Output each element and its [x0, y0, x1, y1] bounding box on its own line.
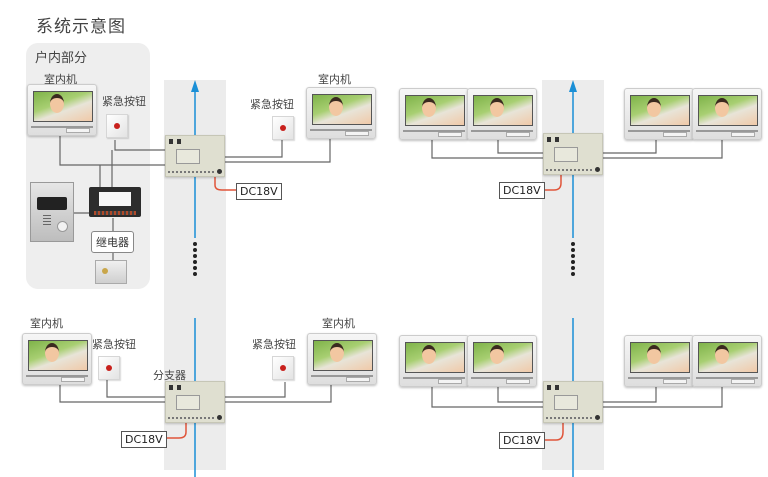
splitter — [543, 381, 603, 423]
power-label: DC18V — [236, 183, 282, 200]
power-label: DC18V — [121, 431, 167, 448]
indoor-monitor-label: 室内机 — [30, 317, 63, 330]
indoor-monitor — [307, 333, 377, 385]
indoor-monitor-label: 室内机 — [44, 73, 77, 86]
indoor-monitor — [624, 335, 694, 387]
panic-button — [272, 356, 294, 380]
indoor-monitor — [22, 333, 92, 385]
indoor-monitor-label: 室内机 — [318, 73, 351, 86]
power-label: DC18V — [499, 432, 545, 449]
indoor-monitor — [467, 88, 537, 140]
splitter — [165, 381, 225, 423]
door-station — [30, 182, 74, 242]
page-title: 系统示意图 — [36, 17, 126, 37]
panic-button-label: 紧急按钮 — [250, 98, 294, 111]
door-controller — [89, 187, 141, 217]
indoor-monitor — [399, 88, 469, 140]
indoor-monitor — [467, 335, 537, 387]
continuation-dots-right — [571, 242, 575, 278]
splitter-label: 分支器 — [153, 369, 186, 382]
indoor-monitor — [399, 335, 469, 387]
panic-button — [272, 116, 294, 140]
indoor-monitor — [306, 87, 376, 139]
riser-arrow-left — [191, 80, 199, 92]
panic-button — [98, 356, 120, 380]
splitter — [543, 133, 603, 175]
indoor-monitor — [27, 84, 97, 136]
indoor-monitor-label: 室内机 — [322, 317, 355, 330]
panic-button — [106, 114, 128, 138]
signal-wires — [59, 133, 723, 408]
power-label: DC18V — [499, 182, 545, 199]
panic-button-label: 紧急按钮 — [252, 338, 296, 351]
riser-arrow-right — [569, 80, 577, 92]
indoor-monitor — [624, 88, 694, 140]
splitter — [165, 135, 225, 177]
relay-label: 继电器 — [91, 231, 134, 253]
power-wires — [163, 175, 564, 441]
panic-button-label: 紧急按钮 — [102, 95, 146, 108]
electric-lock — [95, 260, 127, 284]
panic-button-label: 紧急按钮 — [92, 338, 136, 351]
indoor-monitor — [692, 335, 762, 387]
indoor-section-label: 户内部分 — [35, 51, 88, 66]
continuation-dots-left — [193, 242, 197, 278]
indoor-monitor — [692, 88, 762, 140]
